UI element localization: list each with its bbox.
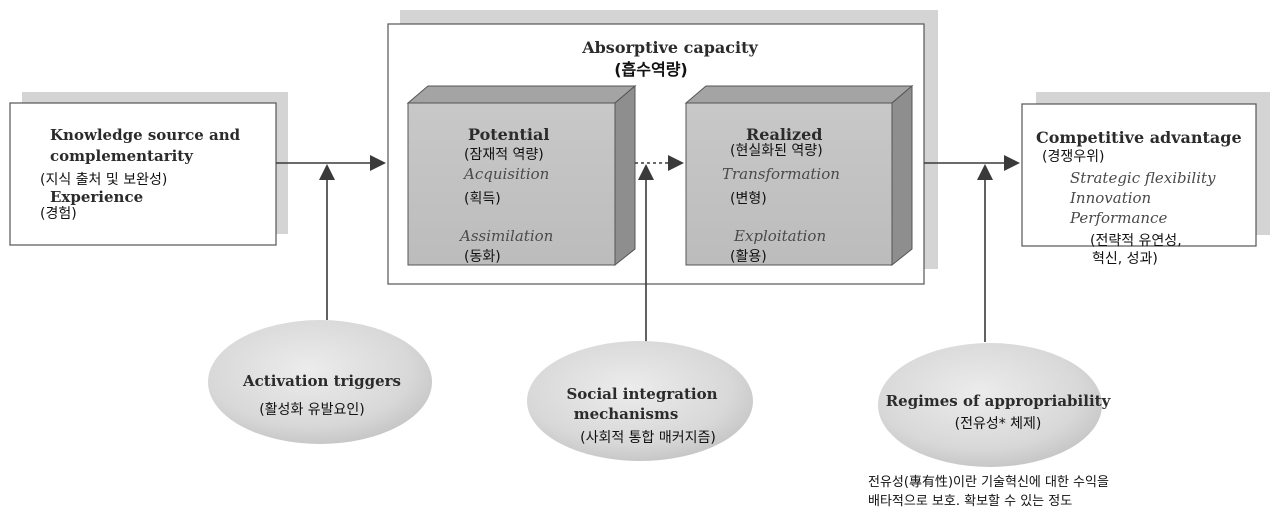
absorptive-title-ko: (흡수역량)	[614, 60, 688, 79]
transformation-label: Transformation	[722, 165, 840, 183]
knowledge-title-line1: Knowledge source and	[50, 126, 241, 144]
assimilation-label: Assimilation	[458, 227, 553, 245]
potential-title-ko: (잠재적 역량)	[464, 147, 544, 163]
acquisition-ko: (획득)	[464, 191, 501, 207]
absorptive-title: Absorptive capacity	[581, 38, 758, 57]
potential-title: Potential	[468, 125, 549, 144]
social-integration-ellipse: Social integration mechanisms (사회적 통합 매커…	[527, 341, 753, 461]
realized-title-ko: (현실화된 역량)	[730, 143, 823, 159]
regimes-title-ko: (전유성* 체제)	[955, 416, 1042, 432]
realized-title: Realized	[746, 125, 822, 144]
knowledge-box-frame	[9, 102, 277, 246]
footnote-line1: 전유성(專有性)이란 기술혁신에 대한 수익을	[868, 475, 1109, 490]
competitive-items-ko-line1: (전략적 유연성,	[1090, 233, 1182, 249]
footnote-line2: 배타적으로 보호. 확보할 수 있는 정도	[868, 494, 1072, 509]
social-title-ko: (사회적 통합 매커지즘)	[580, 430, 716, 446]
arrowhead-regimes	[977, 164, 993, 180]
realized-box-side	[891, 84, 913, 267]
competitive-title-ko: (경쟁우위)	[1042, 149, 1104, 165]
arrowhead-activation	[319, 164, 335, 180]
potential-box-front	[407, 102, 616, 266]
strategic-flexibility-label: Strategic flexibility	[1070, 169, 1216, 187]
arrowhead-competitive	[1004, 155, 1020, 171]
social-ellipse-shape	[527, 341, 753, 461]
innovation-label: Innovation	[1069, 189, 1151, 207]
knowledge-title-ko: (지식 출처 및 보완성)	[40, 172, 167, 188]
exploitation-label: Exploitation	[733, 227, 826, 245]
competitive-advantage-box: Competitive advantage (경쟁우위) Strategic f…	[1021, 92, 1270, 267]
competitive-items-ko-line2: 혁신, 성과)	[1092, 251, 1158, 267]
realized-box-top	[684, 85, 914, 104]
regimes-ellipse-shape	[878, 343, 1102, 467]
arrowhead-realized	[668, 155, 684, 171]
knowledge-title-line2: complementarity	[50, 147, 194, 165]
potential-box: Potential (잠재적 역량) Acquisition (획득) Assi…	[406, 84, 637, 267]
activation-triggers-ellipse: Activation triggers (활성화 유발요인)	[208, 320, 432, 444]
activation-title-ko: (활성화 유발요인)	[259, 402, 365, 418]
transformation-ko: (변형)	[730, 191, 767, 207]
regimes-ellipse: Regimes of appropriability (전유성* 체제)	[878, 343, 1112, 467]
regimes-title: Regimes of appropriability	[886, 392, 1112, 410]
arrowhead-absorptive	[370, 155, 386, 171]
absorptive-capacity-box: Absorptive capacity (흡수역량) Potential (잠재…	[387, 10, 938, 285]
assimilation-ko: (동화)	[464, 249, 501, 265]
performance-label: Performance	[1069, 209, 1167, 227]
moderator-arrows	[319, 164, 993, 345]
flow-arrows	[276, 155, 1020, 171]
activation-ellipse-shape	[208, 320, 432, 444]
exploitation-ko: (활용)	[730, 249, 767, 265]
experience-ko: (경험)	[40, 206, 77, 222]
knowledge-source-box: Knowledge source and complementarity (지식…	[9, 92, 288, 246]
acquisition-label: Acquisition	[462, 165, 549, 183]
experience-label: Experience	[50, 188, 143, 206]
competitive-title: Competitive advantage	[1036, 128, 1242, 147]
competitive-box-frame	[1021, 103, 1257, 247]
activation-title: Activation triggers	[242, 372, 401, 390]
social-title-line1: Social integration	[566, 385, 717, 403]
realized-box: Realized (현실화된 역량) Transformation (변형) E…	[684, 84, 914, 267]
arrowhead-social	[638, 164, 654, 180]
realized-box-front	[685, 102, 893, 266]
appropriability-footnote: 전유성(專有性)이란 기술혁신에 대한 수익을 배타적으로 보호. 확보할 수 …	[868, 475, 1109, 509]
potential-box-top	[406, 85, 637, 104]
potential-box-side	[614, 84, 636, 267]
social-title-line2: mechanisms	[574, 405, 679, 423]
